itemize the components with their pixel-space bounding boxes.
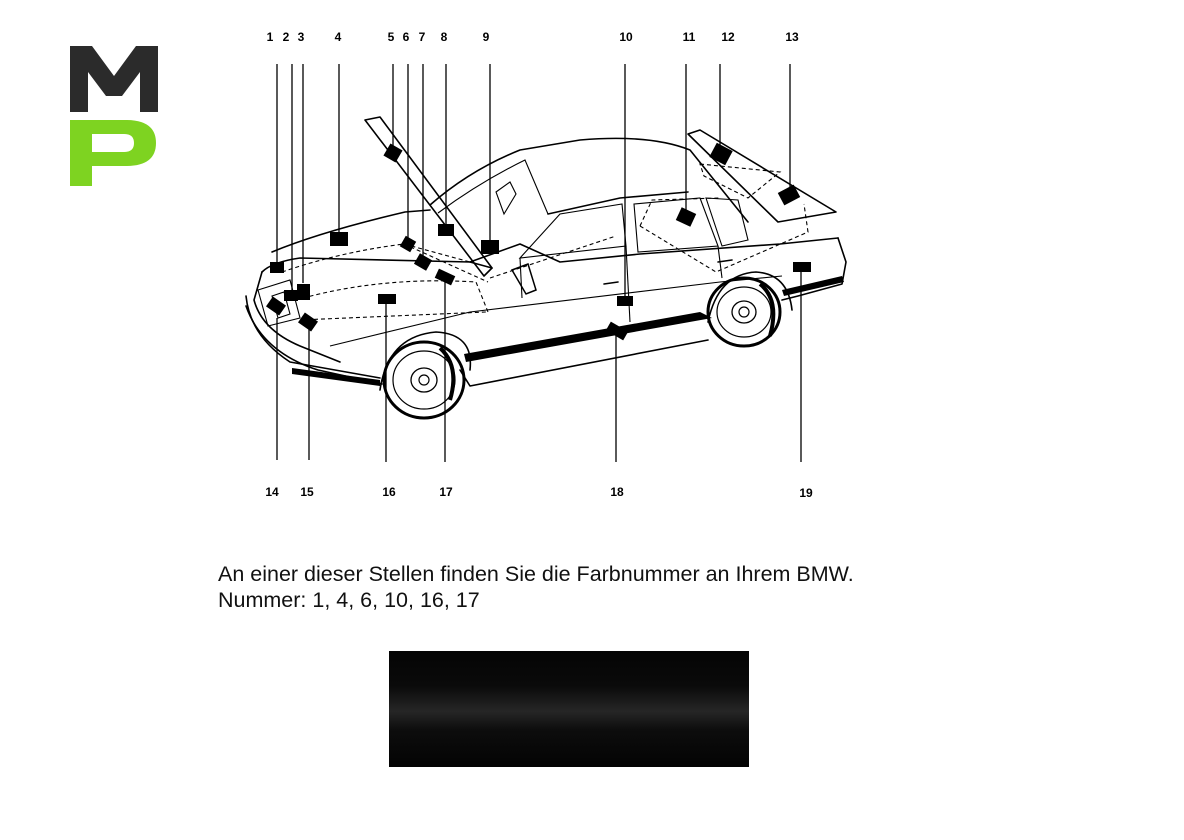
mp-logo [70, 46, 158, 186]
marker-12 [709, 142, 733, 166]
paint-color-swatch [389, 651, 749, 767]
label-2: 2 [283, 30, 290, 44]
label-10: 10 [619, 30, 633, 44]
label-1: 1 [267, 30, 274, 44]
marker-17 [434, 268, 456, 286]
sticker-markers [266, 142, 811, 341]
marker-14 [266, 296, 286, 316]
marker-10 [617, 296, 633, 306]
rear-wheel [706, 271, 793, 348]
label-14: 14 [265, 485, 279, 499]
marker-19 [793, 262, 811, 272]
marker-1 [270, 262, 284, 273]
marker-6 [399, 235, 417, 253]
label-18: 18 [610, 485, 624, 499]
logo-letter-p [70, 120, 156, 186]
marker-7 [413, 253, 433, 271]
marker-2 [284, 290, 298, 301]
label-8: 8 [441, 30, 448, 44]
marker-4 [330, 232, 348, 246]
marker-11 [675, 207, 697, 227]
logo-letter-m [70, 46, 158, 112]
label-6: 6 [403, 30, 410, 44]
front-wheel [379, 331, 472, 420]
label-17: 17 [439, 485, 453, 499]
marker-8 [438, 224, 454, 236]
marker-5 [383, 143, 403, 163]
marker-18 [605, 321, 629, 341]
label-9: 9 [483, 30, 490, 44]
marker-9 [481, 240, 499, 254]
marker-13 [777, 184, 801, 206]
bottom-number-labels: 14 15 16 17 18 19 [265, 485, 813, 500]
label-12: 12 [721, 30, 735, 44]
caption-line-1: An einer dieser Stellen finden Sie die F… [218, 562, 854, 586]
car-paint-code-diagram: 1 2 3 4 5 6 7 8 9 10 11 12 13 14 15 16 1… [245, 30, 847, 500]
car-body-outline [245, 116, 847, 387]
hidden-lines [281, 163, 809, 321]
top-number-labels: 1 2 3 4 5 6 7 8 9 10 11 12 13 [267, 30, 799, 44]
label-19: 19 [799, 486, 813, 500]
caption-line-2: Nummer: 1, 4, 6, 10, 16, 17 [218, 588, 480, 612]
marker-16 [378, 294, 396, 304]
label-11: 11 [683, 30, 696, 44]
label-13: 13 [785, 30, 799, 44]
label-16: 16 [382, 485, 396, 499]
marker-3 [297, 284, 310, 300]
marker-15 [298, 312, 318, 332]
label-5: 5 [388, 30, 395, 44]
leader-lines [276, 64, 802, 462]
label-3: 3 [298, 30, 305, 44]
instruction-caption: An einer dieser Stellen finden Sie die F… [218, 561, 1018, 613]
label-7: 7 [419, 30, 426, 44]
label-4: 4 [335, 30, 342, 44]
label-15: 15 [300, 485, 314, 499]
